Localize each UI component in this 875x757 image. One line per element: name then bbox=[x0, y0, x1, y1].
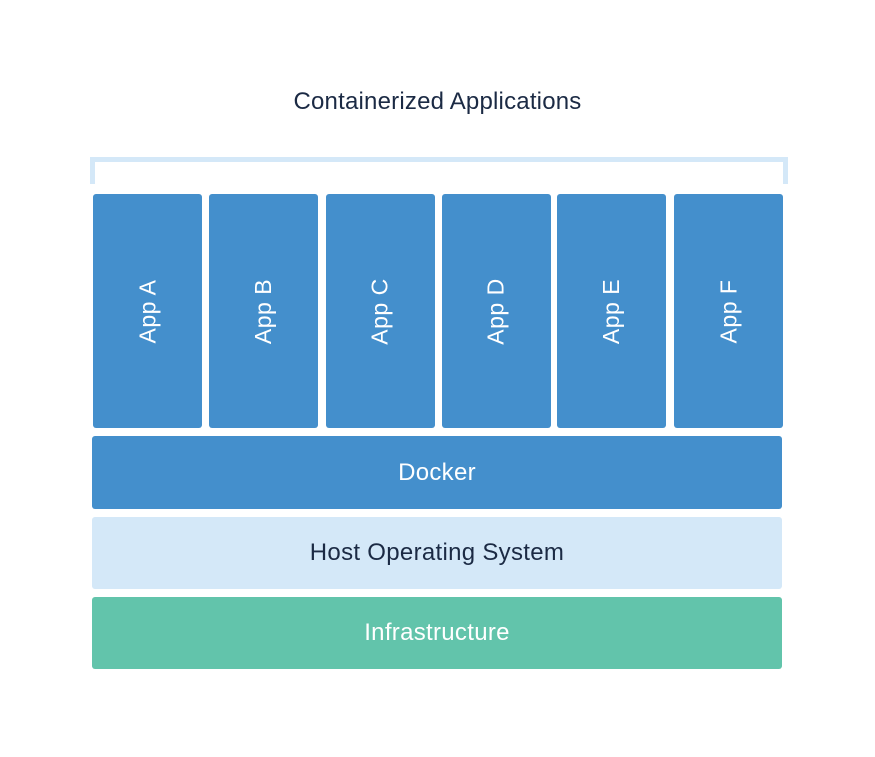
host-os-layer: Host Operating System bbox=[92, 517, 782, 589]
app-d-label: App D bbox=[483, 277, 509, 345]
app-e-box: App E bbox=[557, 194, 666, 428]
host-os-label: Host Operating System bbox=[309, 539, 565, 566]
infrastructure-layer: Infrastructure bbox=[92, 597, 782, 669]
app-c-label: App C bbox=[367, 277, 393, 345]
app-b-box: App B bbox=[209, 194, 318, 428]
app-a-label: App A bbox=[133, 279, 160, 343]
diagram-title: Containerized Applications bbox=[293, 88, 582, 115]
app-c-box: App C bbox=[326, 194, 435, 428]
app-f-label: App F bbox=[715, 279, 741, 343]
app-d-box: App D bbox=[442, 194, 551, 428]
app-e-label: App E bbox=[598, 278, 624, 344]
app-f-box: App F bbox=[674, 194, 783, 428]
app-a-box: App A bbox=[93, 194, 202, 428]
docker-label: Docker bbox=[398, 458, 476, 486]
app-b-label: App B bbox=[250, 278, 276, 344]
containers-bracket bbox=[90, 157, 788, 184]
infrastructure-label: Infrastructure bbox=[364, 619, 510, 646]
docker-layer: Docker bbox=[92, 436, 782, 509]
